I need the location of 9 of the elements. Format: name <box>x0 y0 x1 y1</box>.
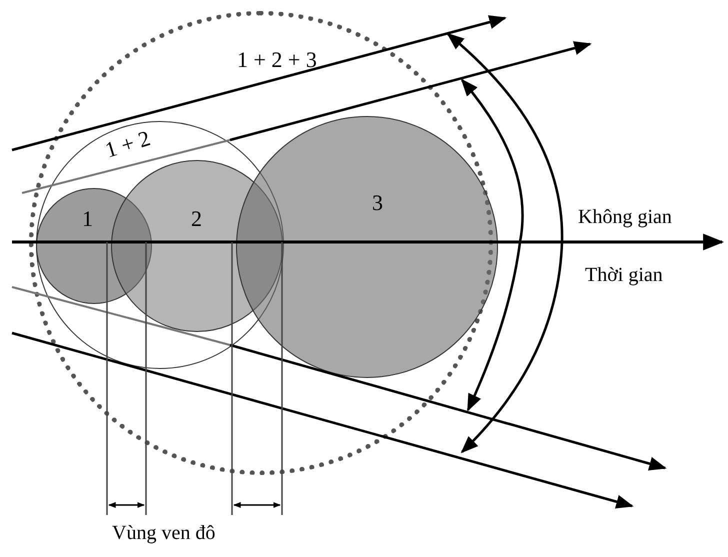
axis-label: Không gian <box>578 206 672 229</box>
circle-label: 1 <box>82 207 93 231</box>
circle-label: 3 <box>372 191 383 215</box>
circle-label: 1 + 2 + 3 <box>237 48 317 72</box>
outline-circle <box>36 121 284 369</box>
zone-label: Vùng ven đô <box>112 522 216 545</box>
circle-label: 1 + 2 <box>102 126 153 162</box>
circle-label: 2 <box>191 207 202 231</box>
axis-label: Thời gian <box>585 264 663 287</box>
